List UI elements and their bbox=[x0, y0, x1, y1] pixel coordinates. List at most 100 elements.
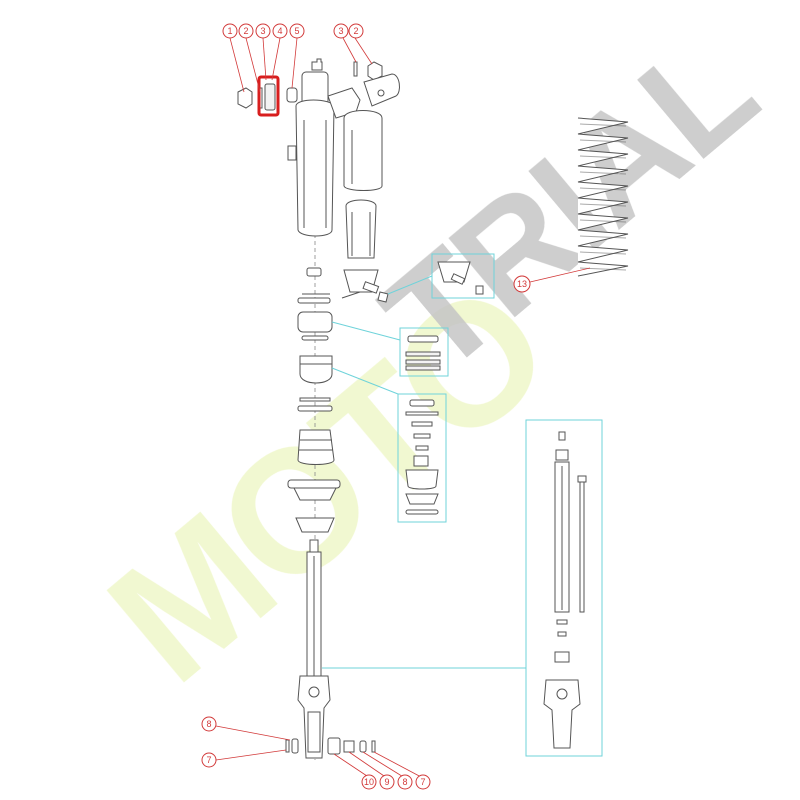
spacer-ring bbox=[286, 87, 298, 103]
detail-seal-4 bbox=[405, 365, 441, 371]
watermark-trial: TRIAL bbox=[353, 5, 784, 405]
detail-box-seal bbox=[331, 321, 449, 377]
detail-box-piston bbox=[331, 367, 447, 523]
leader-8 bbox=[215, 725, 291, 741]
leader-7 bbox=[215, 749, 287, 761]
spring-seat bbox=[293, 487, 337, 501]
leader-2 bbox=[245, 37, 261, 93]
callout-leaders bbox=[215, 37, 591, 779]
washer-right bbox=[353, 61, 358, 77]
detail-seal-3 bbox=[405, 359, 441, 365]
callout-13: 13 bbox=[513, 275, 531, 293]
callout-2b: 2 bbox=[348, 23, 364, 39]
leader-5 bbox=[291, 37, 298, 89]
bolt-bottom bbox=[327, 737, 341, 755]
callout-5: 5 bbox=[289, 23, 305, 39]
detail-clevis-hole bbox=[556, 688, 568, 700]
detail-piston-nut bbox=[413, 455, 429, 467]
detail-piston-shim-4 bbox=[413, 433, 431, 439]
stack-seal-head bbox=[297, 311, 333, 333]
central-stack bbox=[287, 267, 341, 533]
callout-2-label: 2 bbox=[243, 26, 248, 36]
stack-shim-2 bbox=[297, 405, 333, 412]
leader-10 bbox=[333, 753, 371, 779]
spacer-bottom bbox=[343, 740, 355, 753]
leader-2b bbox=[354, 37, 373, 65]
leader-8b bbox=[362, 751, 406, 779]
body-main bbox=[295, 99, 335, 237]
detail-seal-1 bbox=[407, 335, 439, 343]
detail-piston-body bbox=[405, 469, 439, 490]
leader-3b bbox=[342, 37, 357, 63]
leader-seal bbox=[331, 321, 401, 341]
callout-2: 2 bbox=[238, 23, 254, 39]
clevis-slot bbox=[307, 711, 321, 753]
detail-valve-core bbox=[475, 285, 484, 295]
detail-clevis bbox=[543, 679, 581, 749]
top-right-hardware bbox=[311, 58, 383, 81]
bolt-head bbox=[237, 87, 253, 109]
callout-3-label: 3 bbox=[260, 26, 265, 36]
callout-7b-label: 7 bbox=[420, 777, 425, 787]
spring-coils-back bbox=[579, 123, 627, 271]
side-bracket bbox=[287, 145, 297, 161]
detail-seal-2 bbox=[405, 351, 441, 357]
detail-needle-head bbox=[577, 475, 587, 483]
callout-10: 10 bbox=[361, 774, 377, 790]
callout-3b-label: 3 bbox=[338, 26, 343, 36]
leader-valve bbox=[387, 275, 433, 295]
spring-retainer bbox=[287, 479, 341, 489]
callout-13-label: 13 bbox=[517, 279, 527, 289]
stack-washer-1 bbox=[297, 297, 331, 304]
bottom-hardware bbox=[285, 737, 376, 755]
detail-shaft-oring-2 bbox=[557, 631, 567, 637]
callout-9: 9 bbox=[379, 774, 395, 790]
stack-bearing bbox=[299, 355, 333, 384]
detail-valve-stem bbox=[450, 273, 466, 285]
clevis-hole bbox=[308, 686, 320, 698]
detail-valve-cap bbox=[437, 261, 471, 283]
callout-4: 4 bbox=[272, 23, 288, 39]
valve-cap bbox=[377, 291, 389, 303]
stack-ring bbox=[301, 335, 329, 341]
leader-3 bbox=[262, 37, 267, 81]
detail-needle-rod bbox=[579, 481, 585, 613]
shock-body bbox=[287, 71, 400, 259]
valve-stem bbox=[362, 281, 380, 294]
washer-bottom-left-b bbox=[291, 738, 299, 754]
callout-3b: 3 bbox=[333, 23, 349, 39]
leader-7b bbox=[373, 751, 424, 779]
callout-9-label: 9 bbox=[384, 777, 389, 787]
callout-4-label: 4 bbox=[277, 26, 282, 36]
washer-bottom-right-b bbox=[371, 740, 376, 753]
detail-shaft-collar bbox=[555, 449, 569, 461]
coil-spring bbox=[577, 117, 629, 277]
reservoir-neck bbox=[327, 87, 361, 119]
callout-8b-label: 8 bbox=[402, 777, 407, 787]
valve-assembly bbox=[341, 269, 389, 303]
callout-8b: 8 bbox=[397, 774, 413, 790]
adjuster-hole bbox=[377, 89, 385, 97]
stack-shim-1 bbox=[299, 397, 331, 402]
callout-7b: 7 bbox=[415, 774, 431, 790]
callout-8: 8 bbox=[201, 716, 217, 732]
leader-4 bbox=[271, 37, 281, 81]
detail-shaft-oring-1 bbox=[556, 619, 568, 625]
callout-2b-label: 2 bbox=[353, 26, 358, 36]
callout-7: 7 bbox=[201, 752, 217, 768]
reservoir-piston bbox=[345, 199, 377, 259]
reservoir-canister bbox=[343, 110, 383, 191]
detail-box-shaft bbox=[322, 419, 603, 757]
detail-box-piston-frame bbox=[397, 393, 447, 523]
leader-9 bbox=[348, 751, 388, 779]
leader-piston bbox=[331, 367, 399, 395]
callout-7-label: 7 bbox=[206, 755, 211, 765]
bolt-head-right bbox=[367, 61, 383, 81]
shaft-assembly bbox=[297, 539, 331, 759]
callout-1-label: 1 bbox=[227, 26, 232, 36]
lower-seat bbox=[295, 517, 335, 533]
stack-nut bbox=[306, 267, 322, 277]
detail-shaft-pin bbox=[558, 431, 566, 441]
detail-piston-ring bbox=[405, 509, 439, 515]
